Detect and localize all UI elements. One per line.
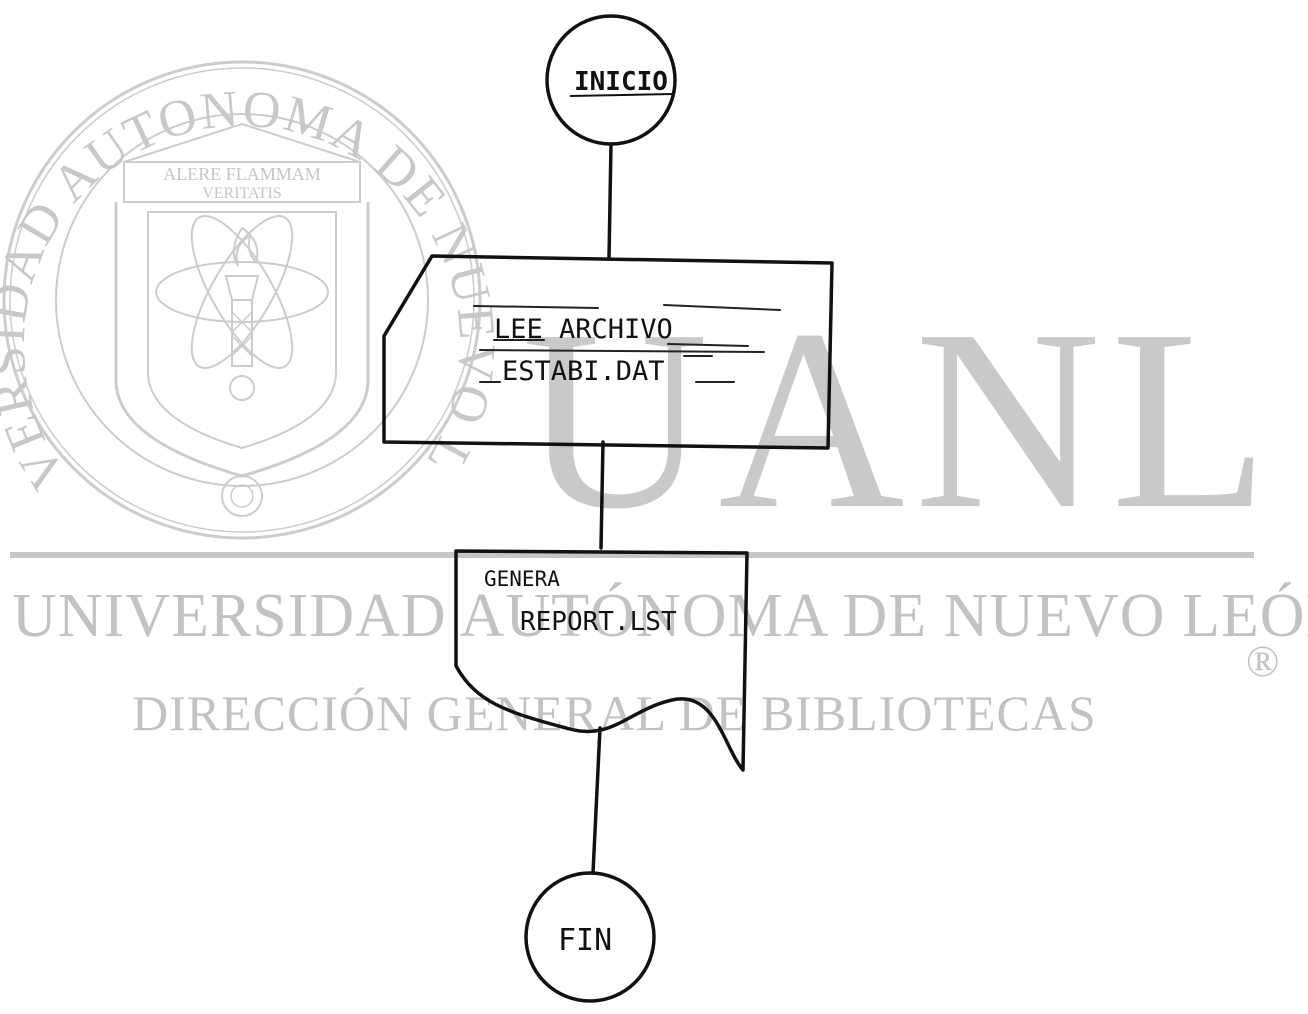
registered-mark: ® bbox=[1246, 637, 1280, 686]
watermark-university: UNIVERSIDAD AUTÓNOMA DE NUEVO LEÓN bbox=[12, 582, 1308, 650]
start-label-underline bbox=[569, 93, 673, 97]
connector-document-end bbox=[591, 726, 602, 875]
document-label-2: REPORT.LST bbox=[520, 607, 677, 637]
connector-input-document bbox=[599, 440, 605, 550]
end-label: FIN bbox=[558, 923, 612, 958]
document-shape bbox=[454, 549, 749, 772]
seal-motto-2: VERITATIS bbox=[202, 185, 282, 202]
watermark-uanl: UANL bbox=[522, 276, 1279, 562]
input-card-shape bbox=[382, 254, 834, 450]
input-label-1: LEE ARCHIVO bbox=[494, 314, 673, 345]
end-terminal bbox=[524, 871, 656, 1003]
document-label-1: GENERA bbox=[484, 567, 560, 591]
connector-start-input bbox=[607, 142, 613, 260]
start-label: INICIO bbox=[574, 67, 668, 97]
watermark-department: DIRECCIÓN GENERAL DE BIBLIOTECAS bbox=[132, 685, 1097, 741]
input-label-2: ESTABI.DAT bbox=[502, 356, 665, 387]
watermark-rule bbox=[10, 552, 1254, 558]
card-underlines bbox=[473, 304, 781, 383]
seal-motto-1: ALERE FLAMMAM bbox=[163, 164, 321, 184]
